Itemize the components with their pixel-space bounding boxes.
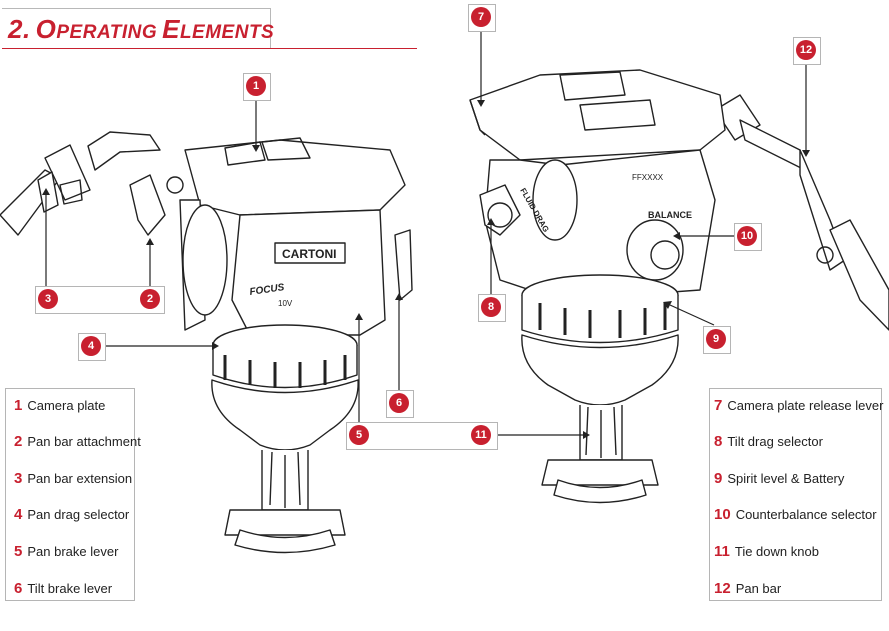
right-pan-bar: [714, 94, 889, 331]
callout-badge-1: 1: [246, 76, 266, 96]
leader-lines: [45, 26, 807, 436]
model-marking: FOCUS: [249, 282, 286, 298]
left-pan-bar: [0, 131, 161, 236]
callout-badge-9: 9: [706, 329, 726, 349]
callout-box-5-11: [346, 422, 498, 450]
right-bowl: [521, 334, 679, 504]
title-frame: [2, 8, 271, 49]
callout-badge-8: 8: [481, 297, 501, 317]
callout-badge-5: 5: [349, 425, 369, 445]
callout-badge-10: 10: [737, 226, 757, 246]
leader-arrowheads: [42, 100, 810, 439]
model-sub-marking: 10V: [278, 299, 293, 308]
page-title: 2. Operating Elements: [8, 14, 275, 44]
callout-badge-11: 11: [471, 425, 491, 445]
callout-badge-2: 2: [140, 289, 160, 309]
callout-badge-3: 3: [38, 289, 58, 309]
left-head-body: CARTONI FOCUS 10V: [129, 137, 413, 336]
brand-marking: CARTONI: [282, 247, 336, 261]
right-pan-ring: [521, 274, 679, 344]
callout-badge-6: 6: [389, 393, 409, 413]
right-head-body: FLUID DRAG FFXXXX BALANCE: [469, 69, 726, 301]
title-rule: [2, 48, 417, 49]
serial-marking: FFXXXX: [632, 173, 664, 182]
callout-badge-4: 4: [81, 336, 101, 356]
left-bowl: [211, 379, 359, 554]
left-pan-ring: [212, 324, 358, 389]
callout-badge-12: 12: [796, 40, 816, 60]
callout-badge-7: 7: [471, 7, 491, 27]
balance-marking: BALANCE: [648, 210, 692, 220]
